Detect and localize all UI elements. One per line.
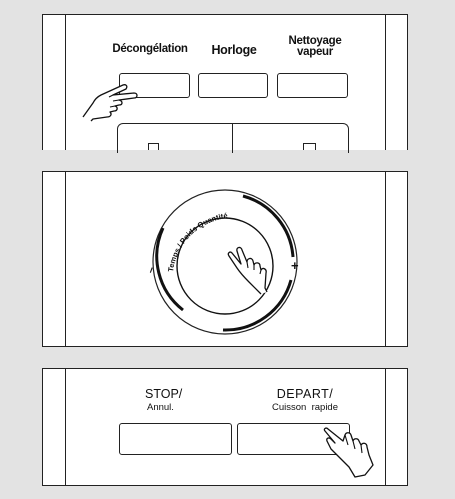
steam-clean-button[interactable]	[277, 73, 348, 98]
defrost-label: Décongélation	[95, 43, 205, 55]
door-latch-left	[148, 143, 159, 150]
control-panel-bottom: STOP/ Annul. DEPART/ Cuisson rapide	[42, 368, 408, 486]
dial-plus-label: +	[291, 258, 299, 273]
dial-graphic: Temps / Poids Quantité – +	[43, 172, 409, 348]
panel-edge-right	[385, 15, 386, 150]
control-panel-top: Décongélation Horloge Nettoyage vapeur	[42, 14, 408, 150]
stop-label: STOP/	[145, 387, 182, 401]
steam-clean-label: Nettoyage vapeur	[275, 35, 355, 58]
start-label: DEPART/	[255, 387, 355, 401]
hand-pointer-icon	[79, 73, 149, 121]
clock-button[interactable]	[198, 73, 268, 98]
control-panel-dial: Temps / Poids Quantité – +	[42, 171, 408, 347]
stop-sublabel: Annul.	[147, 402, 174, 413]
door-divider	[232, 123, 233, 153]
start-sublabel: Cuisson rapide	[255, 402, 355, 413]
clock-label: Horloge	[199, 43, 269, 57]
panel-edge-left	[65, 15, 66, 150]
hand-pointer-icon	[321, 427, 393, 479]
panel-edge-left	[65, 369, 66, 485]
door-latch-right	[303, 143, 316, 150]
stop-cancel-button[interactable]	[119, 423, 232, 455]
